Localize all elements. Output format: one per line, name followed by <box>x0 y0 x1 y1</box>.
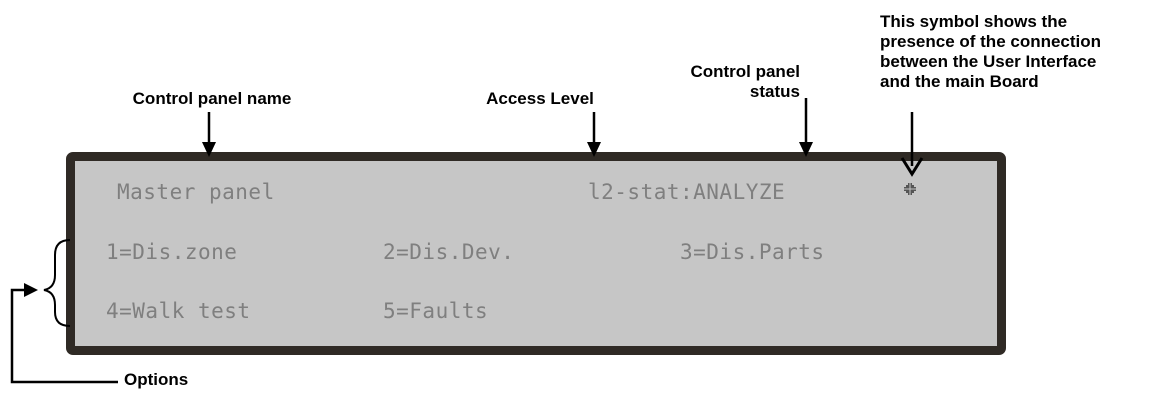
options-label: Options <box>124 370 189 389</box>
lcd-display: Master panel l2-stat:ANALYZE 1=Dis.zone … <box>66 152 1006 355</box>
connection-symbol-label: This symbol shows the presence of the co… <box>880 12 1102 91</box>
access-level-arrow <box>587 112 601 157</box>
option-item: 2=Dis.Dev. <box>383 240 515 264</box>
control-panel-name-label: Control panel name <box>132 89 292 108</box>
panel-name-arrow <box>202 112 216 157</box>
option-item: 3=Dis.Parts <box>680 240 825 264</box>
status-arrow <box>799 98 813 157</box>
option-item: 1=Dis.zone <box>106 240 238 264</box>
control-panel-status-label: Control panel status <box>690 62 800 101</box>
panel-name-text: Master panel <box>117 180 275 204</box>
connection-indicator-icon <box>904 183 916 195</box>
option-item: 5=Faults <box>383 299 489 323</box>
option-item: 4=Walk test <box>106 299 251 323</box>
status-text: l2-stat:ANALYZE <box>588 180 786 204</box>
access-level-label: Access Level <box>486 89 594 108</box>
